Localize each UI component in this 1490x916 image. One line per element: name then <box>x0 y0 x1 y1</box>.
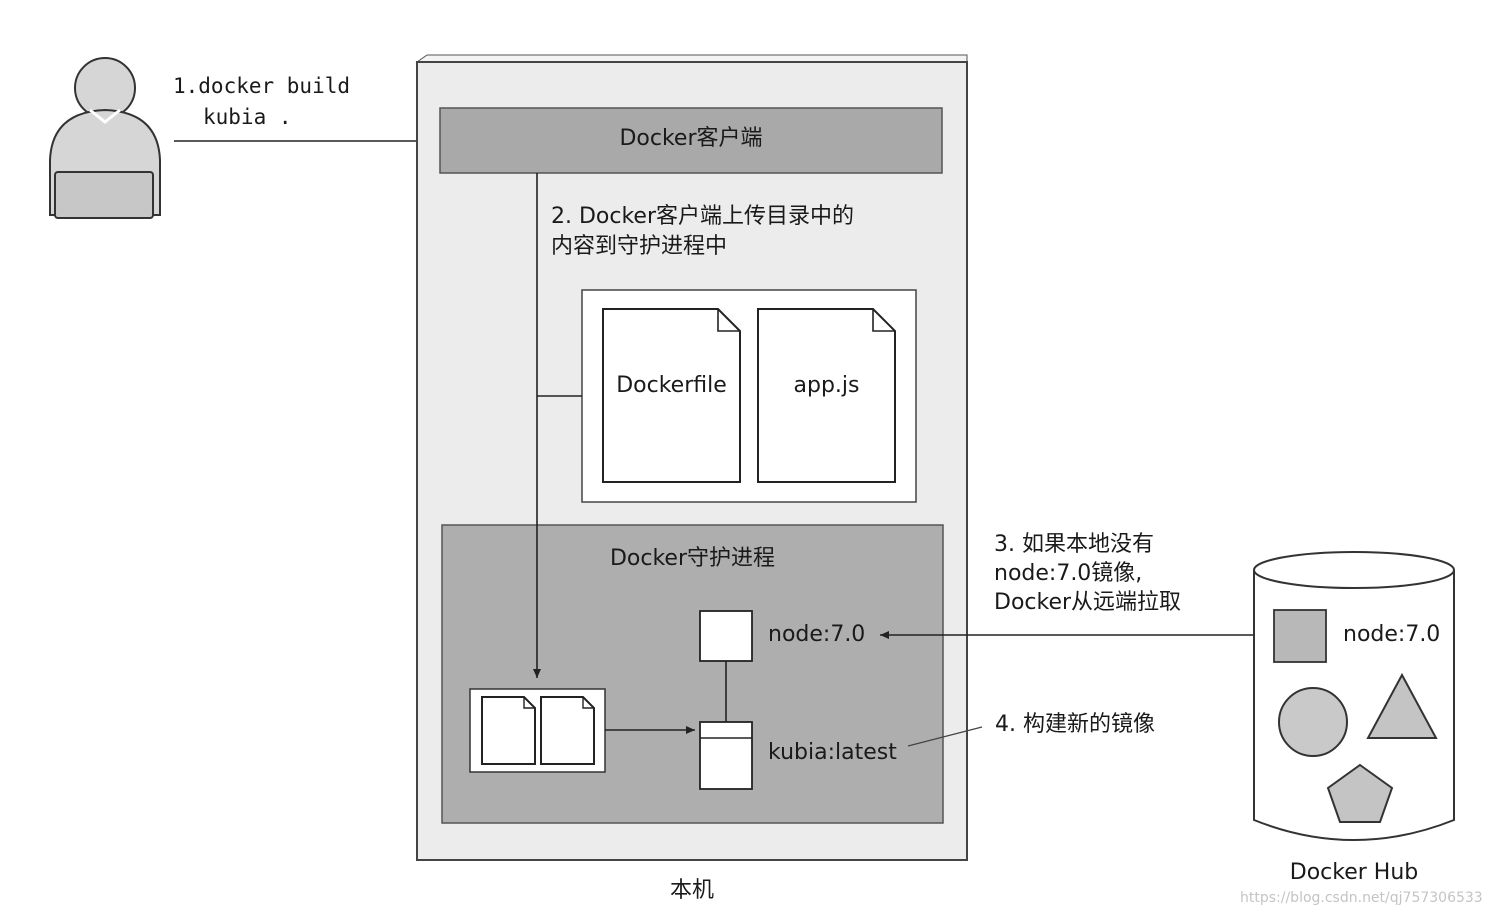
kubia-image-label: kubia:latest <box>768 740 897 765</box>
appjs-doc-icon <box>757 308 896 483</box>
build-note-pointer <box>907 726 983 747</box>
hub-pentagon-image-icon <box>1326 763 1394 823</box>
pull-note-line3: Docker从远端拉取 <box>994 590 1182 615</box>
command-line-2: kubia . <box>203 105 292 129</box>
docker-hub-label: Docker Hub <box>1289 860 1419 885</box>
pull-note-line1: 3. 如果本地没有 <box>994 532 1154 557</box>
pull-note-line2: node:7.0镜像, <box>994 561 1143 586</box>
upload-note-line1: 2. Docker客户端上传目录中的 <box>551 204 855 229</box>
watermark: https://blog.csdn.net/qj757306533 <box>1240 890 1483 906</box>
docker-daemon-box <box>441 524 944 824</box>
local-machine-label: 本机 <box>669 878 714 903</box>
copied-doc-icon-2 <box>540 696 595 765</box>
docker-client-label: Docker客户端 <box>619 126 763 151</box>
command-line-1: 1.docker build <box>173 74 351 98</box>
hub-node-image-label: node:7.0 <box>1343 622 1441 647</box>
user-icon <box>49 57 161 219</box>
hub-circle-image-icon <box>1278 687 1348 757</box>
dockerfile-doc-icon <box>602 308 741 483</box>
local-node-image-label: node:7.0 <box>768 622 866 647</box>
local-node-image-icon <box>699 610 753 662</box>
copied-doc-icon-1 <box>481 696 536 765</box>
upload-note-line2: 内容到守护进程中 <box>551 234 728 259</box>
kubia-image-icon <box>699 721 753 790</box>
docker-client-bar <box>439 107 943 174</box>
build-note: 4. 构建新的镜像 <box>995 712 1155 737</box>
hub-triangle-image-icon <box>1366 672 1438 739</box>
hub-node-image-icon <box>1273 609 1327 663</box>
dockerfile-label: Dockerfile <box>616 373 727 398</box>
appjs-label: app.js <box>793 373 860 398</box>
docker-daemon-label: Docker守护进程 <box>609 546 776 571</box>
